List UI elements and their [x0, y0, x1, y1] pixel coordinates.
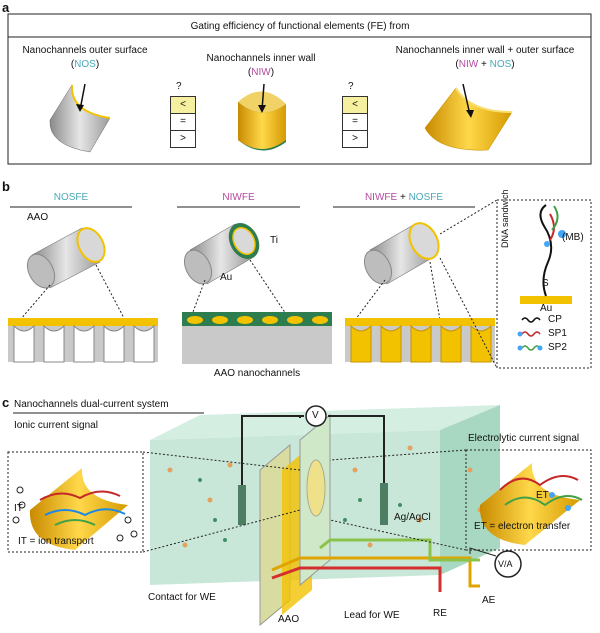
comparator-question-1: ?: [176, 81, 182, 92]
niw-nos-channel-shape: [424, 87, 513, 151]
panel-a-header: Gating efficiency of functional elements…: [190, 21, 410, 32]
inset-au-label: Au: [540, 303, 553, 314]
agcl-label: Ag/AgCl: [394, 512, 431, 523]
it-label: IT: [14, 503, 23, 514]
nos-channel-shape: [49, 84, 111, 153]
comparator-2-greater: >: [352, 133, 358, 144]
aao-membrane-label: AAO: [278, 614, 300, 625]
left-electrode: [238, 485, 246, 525]
sp2-label: SP2: [548, 342, 567, 353]
niw-title: Nanochannels inner wall: [206, 53, 316, 64]
panel-b-letter: b: [2, 179, 10, 194]
re-label: RE: [433, 608, 447, 619]
ionic-inset-frame: [7, 451, 144, 553]
comparator-1: < = >: [170, 96, 196, 148]
ionic-current-title: Ionic current signal: [14, 420, 98, 431]
niwfe-nosfe-title-plus: +: [397, 192, 409, 203]
niw-nos-abbr: (NIW + NOS): [455, 59, 515, 70]
nosfe-cylinder: [26, 227, 106, 289]
niw-nos-abbr1: NIW: [458, 59, 479, 70]
dna-sandwich-label: DNA sandwich: [500, 189, 510, 248]
contact-we-label: Contact for WE: [148, 592, 216, 603]
ti-label: Ti: [270, 235, 278, 246]
niwfe-nosfe-title: NIWFE + NOSFE: [333, 192, 475, 203]
va-label: V/A: [498, 559, 513, 569]
niwfe-nosfe-array: [345, 318, 495, 363]
sp1-label: SP1: [548, 328, 567, 339]
v-label: V: [312, 410, 319, 421]
panel-c-letter: c: [2, 395, 10, 410]
au-electrode-bar: [520, 296, 572, 304]
nos-abbr-text: NOS: [74, 59, 96, 70]
et-note: ET = electron transfer: [474, 521, 571, 532]
niwfe-nosfe-title-b: NOSFE: [408, 192, 444, 203]
niwfe-cylinder: [183, 222, 260, 285]
mb-label: (MB): [562, 232, 584, 243]
dna-inset-frame: [496, 199, 592, 369]
nos-abbr: (NOS): [70, 59, 100, 70]
aao-label: AAO: [27, 212, 49, 223]
electrolytic-inset-frame: [465, 449, 592, 551]
dna-strand: [539, 204, 553, 297]
et-label: ET: [536, 490, 549, 501]
niw-abbr-text: NIW: [251, 67, 271, 78]
niw-nos-abbr2: NOS: [489, 59, 512, 70]
nosfe-title: NOSFE: [53, 192, 89, 203]
niw-nos-plus: +: [478, 59, 490, 70]
niwfe-nosfe-title-a: NIWFE: [364, 192, 398, 203]
comparator-2-equal: =: [343, 114, 367, 131]
electrolytic-current-title: Electrolytic current signal: [468, 433, 580, 444]
comparator-1-less: <: [171, 97, 195, 114]
lead-we-label: Lead for WE: [344, 610, 400, 621]
aao-nanochannels-label: AAO nanochannels: [213, 368, 301, 379]
comparator-1-equal: =: [171, 114, 195, 131]
comparator-question-2: ?: [348, 81, 354, 92]
comparator-1-greater: >: [180, 133, 186, 144]
nosfe-array: [8, 318, 158, 363]
dual-current-title: Nanochannels dual-current system: [14, 399, 169, 410]
agcl-electrode: [380, 483, 388, 525]
niwfe-nosfe-cylinder: [363, 222, 440, 285]
niwfe-title: NIWFE: [222, 192, 255, 203]
nos-title: Nanochannels outer surface: [22, 45, 148, 56]
comparator-2-less: <: [343, 97, 367, 114]
panel-a-frame: [7, 13, 592, 165]
it-note: IT = ion transport: [18, 536, 94, 547]
niwfe-array: [182, 312, 332, 364]
voltmeter: [305, 405, 327, 427]
particles: [167, 445, 483, 548]
s-label: S: [542, 278, 549, 289]
niw-abbr: (NIW): [247, 67, 275, 78]
comparator-2: < = >: [342, 96, 368, 148]
au-label: Au: [220, 272, 233, 283]
va-meter: [494, 550, 522, 578]
ae-label: AE: [482, 595, 496, 606]
panel-a-letter: a: [2, 0, 10, 15]
cp-label: CP: [548, 314, 562, 325]
niw-nos-title: Nanochannels inner wall + outer surface: [395, 45, 575, 56]
